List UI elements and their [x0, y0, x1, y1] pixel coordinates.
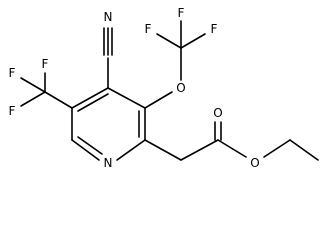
bond-ch2-cco [180, 139, 219, 161]
atom-label-f-ocf3-left: F [145, 22, 152, 36]
atom-label-ring-n: N [104, 156, 113, 170]
bond-c5-cf3 [44, 91, 73, 109]
bond-cf3-f-right [180, 33, 206, 49]
bond-n1-c6-inner [77, 136, 103, 155]
atom-label-f-ocf3-top: F [178, 6, 185, 20]
atom-label-f-ocf3-right: F [211, 22, 218, 36]
bond-n1-c6 [71, 139, 100, 161]
atom-label-ether-o: O [176, 81, 185, 95]
atom-label-nitrile-n: N [104, 10, 113, 24]
bond-c3-o [144, 91, 173, 109]
bond-c4-c3 [107, 87, 146, 109]
bond-c5-c4 [71, 87, 109, 109]
bond-layer [20, 20, 319, 161]
bond-ch2-ch3 [289, 139, 319, 161]
bond-cf3-f-left [156, 33, 182, 49]
atom-label-f-cf3-top: F [42, 57, 49, 71]
bond-cf3-f-left2 [20, 77, 46, 93]
bond-o-ch2 [263, 139, 291, 158]
bond-c2-n1 [116, 139, 146, 161]
atom-label-layer: N N O O O F F F F F F [9, 6, 260, 170]
bond-c5-c4-inner [77, 93, 109, 112]
molecule-svg: N N O O O F F F F F F [9, 6, 319, 170]
bond-c-o-ester [217, 139, 247, 158]
bond-cf3-f-bottom2 [20, 91, 46, 107]
atom-label-carbonyl-o: O [213, 106, 222, 120]
bond-c2-ch2 [144, 139, 182, 161]
atom-label-f-cf3-left: F [9, 66, 16, 80]
molecule-structure-diagram: N N O O O F F F F F F [9, 6, 319, 170]
atom-label-f-cf3-bottom: F [9, 104, 16, 118]
atom-label-ester-o: O [250, 156, 259, 170]
